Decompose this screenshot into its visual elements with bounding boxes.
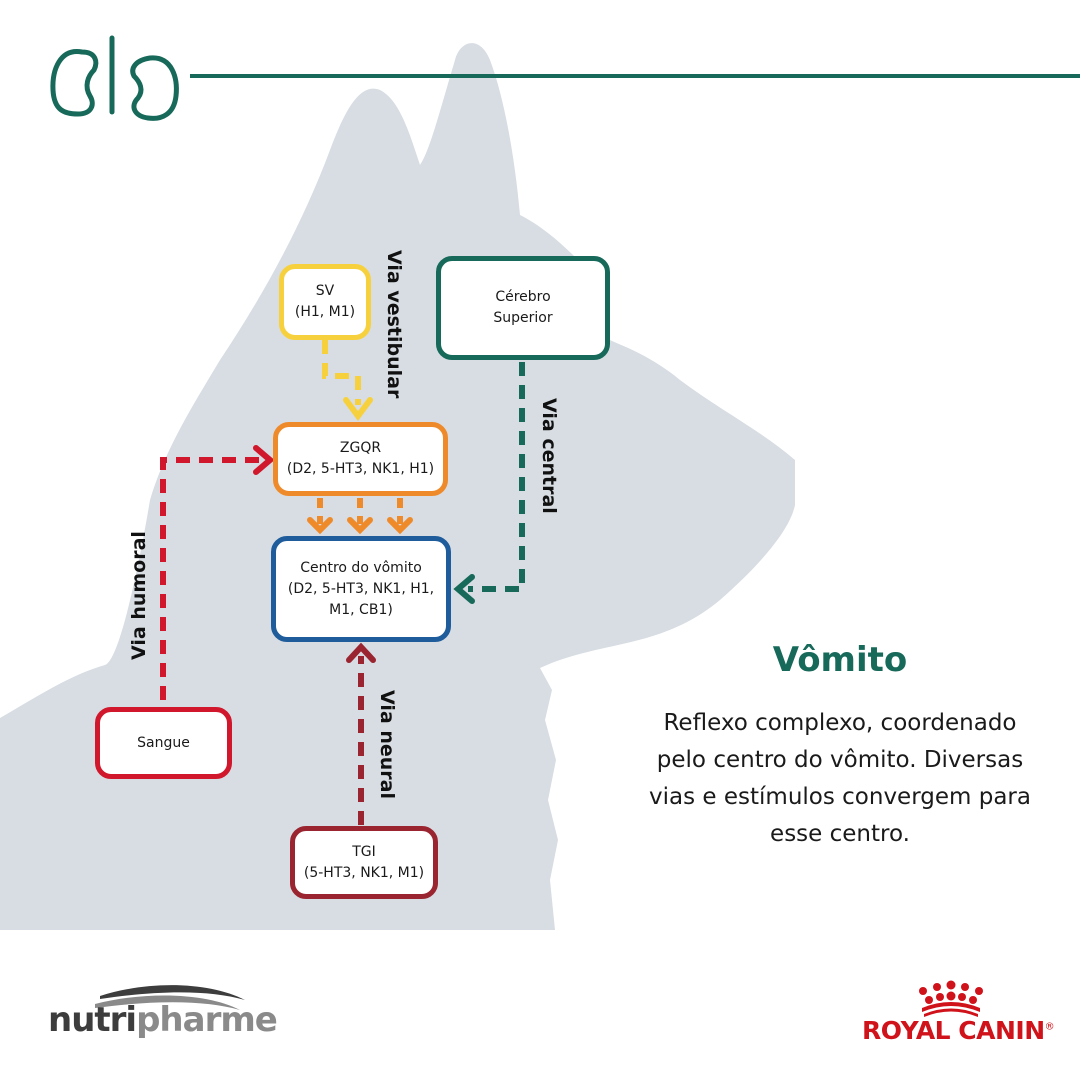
- node-centro-receptors-2: M1, CB1): [329, 601, 393, 618]
- nutripharme-logo: nutripharme: [48, 1000, 278, 1040]
- zgqr-to-centro-arrowheads: [307, 517, 413, 535]
- node-tgi-title: TGI: [352, 843, 376, 860]
- info-title: Vômito: [772, 640, 908, 680]
- nutripharme-logo-dark: nutri: [48, 1000, 137, 1040]
- central-arrowhead: [453, 574, 475, 604]
- node-sv-title: SV: [315, 283, 335, 299]
- nutripharme-swoosh-icon: [95, 985, 245, 1010]
- node-centro-title: Centro do vômito: [300, 559, 422, 576]
- humoral-connector: [160, 457, 262, 700]
- node-sv: SV (H1, M1): [279, 264, 371, 340]
- label-via-vestibular: Via vestibular: [383, 250, 405, 399]
- royal-canin-wordmark: ROYAL CANIN: [862, 1016, 1045, 1045]
- node-centro-receptors-1: (D2, 5-HT3, NK1, H1,: [287, 580, 435, 597]
- node-centro-do-vomito: Centro do vômito (D2, 5-HT3, NK1, H1, M1…: [271, 536, 451, 642]
- vestibular-connector: [322, 340, 361, 405]
- node-tgi: TGI (5-HT3, NK1, M1): [290, 826, 438, 899]
- node-cerebro-line1: Cérebro: [495, 289, 551, 305]
- registered-mark: ®: [1044, 1021, 1055, 1033]
- node-sangue-title: Sangue: [137, 734, 190, 751]
- royal-canin-logo: ROYAL CANIN®: [862, 1016, 1055, 1045]
- label-via-central: Via central: [538, 398, 560, 514]
- node-zgqr-receptors: (D2, 5-HT3, NK1, H1): [286, 461, 435, 477]
- info-description: Reflexo complexo, coordenado pelo centro…: [649, 710, 1031, 847]
- node-tgi-receptors: (5-HT3, NK1, M1): [303, 864, 425, 881]
- node-cerebro-line2: Superior: [493, 310, 553, 326]
- node-zgqr: ZGQR (D2, 5-HT3, NK1, H1): [273, 422, 448, 496]
- node-cerebro-superior: Cérebro Superior: [436, 256, 610, 360]
- royal-canin-crown-icon: [919, 980, 983, 1017]
- kidney-logo-icon: [50, 35, 179, 121]
- label-via-neural: Via neural: [376, 690, 398, 799]
- humoral-arrowhead: [253, 445, 275, 475]
- node-zgqr-title: ZGQR: [339, 440, 382, 456]
- neural-arrowhead: [346, 642, 376, 663]
- vestibular-arrowhead: [343, 397, 373, 421]
- node-sangue: Sangue: [95, 707, 232, 779]
- node-sv-receptors: (H1, M1): [294, 304, 356, 320]
- zgqr-to-centro-connectors: [317, 498, 403, 524]
- label-via-humoral: Via humoral: [128, 531, 150, 660]
- central-connector: [468, 362, 525, 592]
- nutripharme-logo-light: pharme: [136, 1000, 278, 1040]
